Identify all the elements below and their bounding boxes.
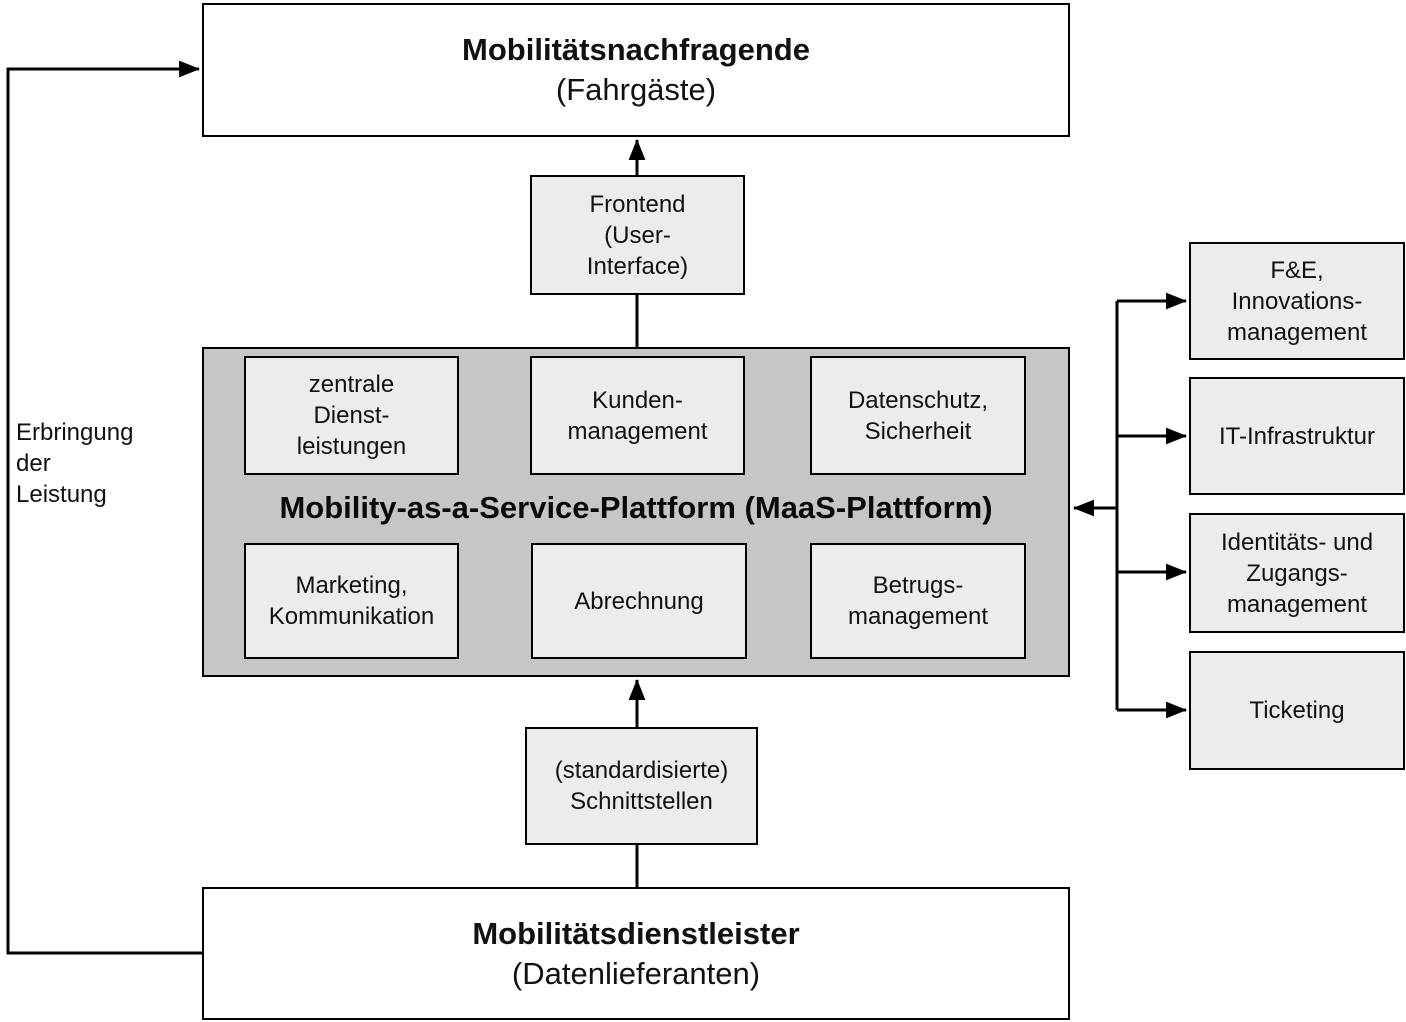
module-zentrale-dienstleistungen: zentrale Dienst- leistungen [244, 356, 459, 475]
mobility-demanders-subtitle: (Fahrgäste) [555, 72, 717, 107]
mobility-demanders-title: Mobilitätsnachfragende [462, 32, 810, 67]
module-kundenmanagement: Kunden- management [530, 356, 745, 475]
mobility-providers-title: Mobilitätsdienstleister [472, 915, 800, 951]
ticketing-box: Ticketing [1189, 651, 1405, 770]
module-marketing-kommunikation: Marketing, Kommunikation [244, 543, 459, 659]
maas-platform-title: Mobility-as-a-Service-Plattform (MaaS-Pl… [279, 490, 993, 525]
module-datenschutz-sicherheit: Datenschutz, Sicherheit [810, 356, 1026, 475]
mobility-providers-box: Mobilitätsdienstleister (Datenlieferante… [202, 887, 1070, 1020]
identity-access-box: Identitäts- und Zugangs- management [1189, 513, 1405, 633]
interfaces-box: (standardisierte) Schnittstellen [525, 727, 758, 845]
module-abrechnung: Abrechnung [531, 543, 747, 659]
mobility-demanders-box: Mobilitätsnachfragende (Fahrgäste) [202, 3, 1070, 137]
service-provision-label: Erbringung der Leistung [16, 419, 134, 508]
mobility-providers-subtitle: (Datenlieferanten) [511, 955, 761, 991]
it-infrastructure-box: IT-Infrastruktur [1189, 377, 1405, 495]
frontend-box: Frontend (User- Interface) [530, 175, 745, 295]
rd-innovation-box: F&E, Innovations- management [1189, 242, 1405, 360]
module-betrugsmanagement: Betrugs- management [810, 543, 1026, 659]
arrow-provision-path [6, 60, 203, 955]
